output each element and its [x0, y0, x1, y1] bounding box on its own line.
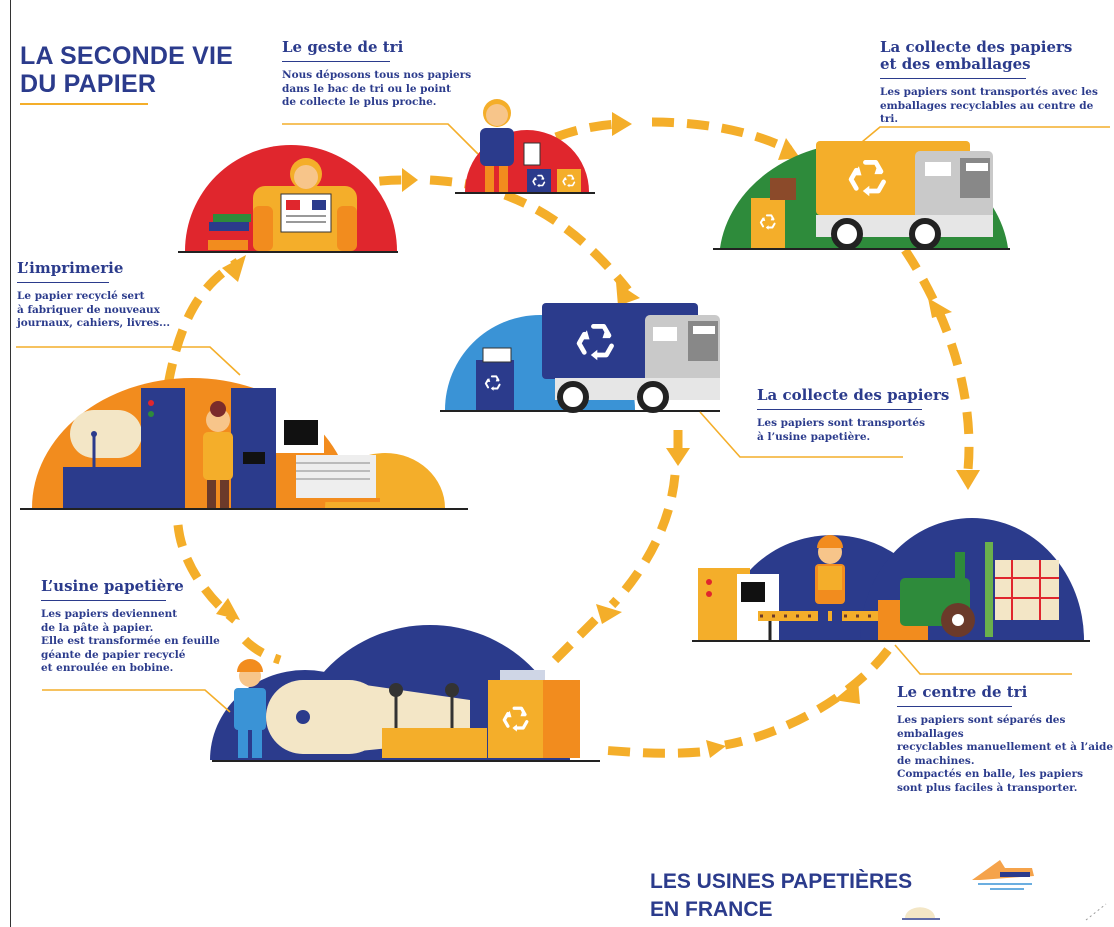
leader-imprimerie [16, 346, 241, 376]
step-text: Nous déposons tous nos papiers dans le b… [282, 69, 472, 108]
step-title-rule [897, 706, 1012, 707]
arrow-heads [216, 112, 980, 758]
title-underline [20, 103, 148, 105]
truck-wheel [831, 218, 863, 250]
arrow-top-arc [651, 117, 793, 155]
arrowhead-bottom [706, 740, 726, 758]
newspaper-icon [280, 193, 332, 233]
page-edge-line [10, 0, 11, 927]
step-text: Les papiers deviennent de la pâte à papi… [41, 608, 220, 674]
arrowhead-inner [596, 604, 622, 624]
leader-geste [282, 123, 479, 155]
footer-title: LES USINES PAPETIÈRES EN FRANCE [650, 868, 912, 924]
leader-centre-tri [894, 644, 1072, 675]
leader-collecte-emballages [861, 126, 1110, 143]
step-text: Les papiers sont séparés des emballages … [897, 714, 1114, 794]
step-title: Le geste de tri [282, 38, 404, 56]
person-body [480, 128, 514, 166]
step-title-rule [282, 61, 390, 62]
arrowhead-right-down [956, 470, 980, 490]
page-title-line2: DU PAPIER [20, 70, 157, 98]
step-title-line1: La collecte des papiers [880, 38, 1073, 56]
arrow-imprimerie-to-reader [163, 258, 241, 386]
footer-title-line1: LES USINES PAPETIÈRES [650, 870, 913, 893]
yellow-bin [557, 169, 581, 192]
label-usine-papetiere: L’usine papetière Les papiers deviennent… [41, 578, 241, 676]
arrow-right-arc [901, 247, 974, 471]
arrow-tri-to-usine [724, 647, 892, 750]
scene-reader [178, 145, 398, 253]
arrowhead-geste [612, 112, 632, 136]
scene-geste-de-tri [455, 99, 595, 194]
page-title-line1: LA SECONDE VIE [20, 42, 234, 70]
arrow-geste-to-center [503, 190, 632, 293]
blue-bin [476, 360, 514, 410]
arrowhead-center-down [666, 448, 690, 466]
newspaper-icon [523, 142, 541, 166]
truck-wheel [637, 381, 669, 413]
paper-bale [995, 560, 1059, 620]
arrowhead-truck-top [778, 138, 800, 160]
arrow-geste-to-collecte [554, 119, 625, 142]
yellow-bin [751, 198, 785, 248]
step-title-line2: et des emballages [880, 55, 1031, 73]
arrowhead-up-left [222, 255, 246, 282]
paper-roll-icon [70, 410, 142, 458]
footer-title-line2: EN FRANCE [650, 898, 773, 921]
step-text: Les papiers sont transportés avec les em… [880, 86, 1098, 125]
arrowhead-tri [834, 680, 860, 704]
arrowhead-right-top [928, 298, 952, 318]
step-title: Le centre de tri [897, 683, 1028, 701]
printing-machine [141, 388, 185, 508]
scene-imprimerie [20, 378, 468, 510]
blue-bin [527, 169, 551, 192]
step-title-rule [880, 78, 1026, 79]
arrow-inner-arc [608, 474, 680, 609]
step-title-rule [17, 282, 109, 283]
leader-usine [42, 689, 231, 713]
leader-collecte-papiers [699, 411, 903, 458]
page-title: LA SECONDE VIE DU PAPIER [20, 42, 233, 98]
label-geste-de-tri: Le geste de tri Nous déposons tous nos p… [282, 39, 472, 110]
footer-decorations [902, 860, 1107, 921]
arrow-left-arc [173, 524, 238, 624]
arrowhead-reader [402, 168, 418, 192]
scene-usine-papetiere [210, 625, 600, 762]
arrow-usine-up [551, 611, 604, 664]
arrowhead-left-up [216, 598, 240, 620]
scene-collecte-emballages [713, 141, 1010, 250]
step-title-rule [757, 409, 922, 410]
step-title: La collecte des papiers [757, 386, 950, 404]
arrowhead-center [616, 282, 640, 306]
step-text: Le papier recyclé sert à fabriquer de no… [17, 290, 171, 329]
step-title: L’imprimerie [17, 259, 124, 277]
books-stack [208, 214, 252, 250]
label-collecte-papiers: La collecte des papiers Les papiers sont… [757, 387, 957, 444]
paper-machine [382, 728, 487, 758]
label-imprimerie: L’imprimerie Le papier recyclé sert à fa… [17, 260, 197, 331]
scene-collecte-papiers [440, 303, 720, 413]
scene-centre-de-tri [692, 518, 1090, 642]
step-title-rule [41, 600, 166, 601]
step-title: L’usine papetière [41, 577, 184, 595]
step-title: La collecte des papiers et des emballage… [880, 39, 1110, 73]
leader-lines [16, 123, 1110, 713]
arrow-bottom-right [599, 745, 701, 758]
truck-wheel [909, 218, 941, 250]
step-text: Les papiers sont transportés à l’usine p… [757, 417, 925, 443]
paper-roll-base [63, 467, 143, 508]
truck-wheel [557, 381, 589, 413]
label-centre-de-tri: Le centre de tri Les papiers sont séparé… [897, 684, 1114, 795]
arrow-usine-link [241, 636, 282, 665]
label-collecte-emballages: La collecte des papiers et des emballage… [880, 39, 1110, 127]
